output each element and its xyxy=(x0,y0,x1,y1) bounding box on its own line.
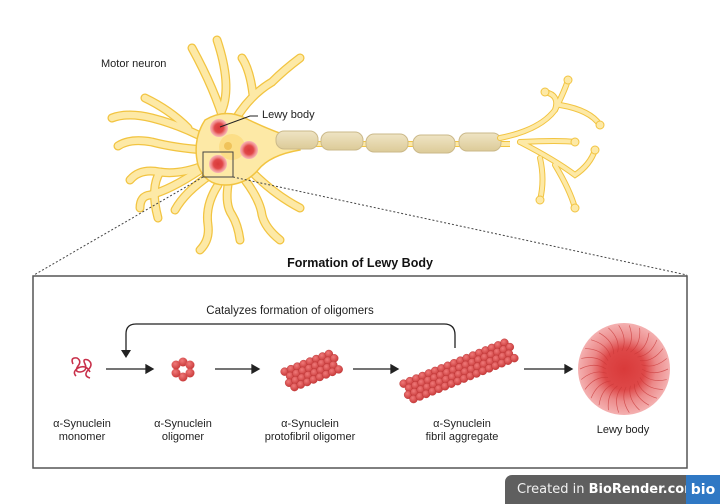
feedback-arrowhead xyxy=(121,350,131,358)
watermark-text: Created in BioRender.com xyxy=(517,482,698,497)
motor-neuron-illustration xyxy=(107,35,605,255)
biorender-logo: bio xyxy=(686,475,720,504)
lewy-body-callout-label: Lewy body xyxy=(262,109,315,121)
lewy-body-large-icon xyxy=(578,323,670,415)
lewy-body-callout-line xyxy=(219,115,258,128)
fibril-aggregate-icon xyxy=(399,338,519,404)
oligomer-icon xyxy=(171,357,195,382)
nucleolus xyxy=(224,142,232,150)
lewy-body-dot xyxy=(209,155,227,173)
lewy-filament xyxy=(581,357,607,365)
axon-terminals xyxy=(497,75,605,213)
monomer-icon xyxy=(71,357,92,379)
lewy-filament xyxy=(616,386,623,413)
lewy-filament xyxy=(633,383,650,406)
lewy-filament xyxy=(585,348,609,361)
process-arrows xyxy=(106,363,574,375)
zoom-line-right xyxy=(232,176,688,276)
lewy-filament xyxy=(598,383,614,406)
lewy-filament xyxy=(581,371,607,380)
lewy-filament xyxy=(639,348,664,362)
lewy-filament xyxy=(641,368,669,374)
panel-title: Formation of Lewy Body xyxy=(287,256,433,270)
lewy-filament xyxy=(630,327,641,353)
nucleus xyxy=(219,134,245,160)
lewy-filament xyxy=(618,325,625,352)
lewy-filament xyxy=(637,380,658,399)
zoom-region-box xyxy=(202,151,234,178)
lewy-filament xyxy=(641,373,667,381)
lewy-filament xyxy=(634,332,650,355)
motor-neuron-label: Motor neuron xyxy=(101,58,167,70)
lewy-filament xyxy=(579,364,607,370)
lewy-filament xyxy=(629,385,640,411)
feedback-label: Catalyzes formation of oligomers xyxy=(206,305,374,317)
lewy-filament xyxy=(590,339,611,358)
myelin-sheaths xyxy=(275,130,502,154)
stage-label-lewy-body: Lewy body xyxy=(596,424,650,436)
lewy-body-dot xyxy=(240,141,258,159)
lewy-filament xyxy=(607,385,618,411)
protofibril-icon xyxy=(280,349,343,392)
lewy-filament xyxy=(639,377,663,390)
lewy-filament xyxy=(584,376,609,390)
lewy-filament xyxy=(590,380,611,399)
lewy-filament xyxy=(641,358,667,367)
lewy-filament xyxy=(598,332,615,355)
feedback-arrow xyxy=(125,323,456,352)
formation-panel xyxy=(32,275,688,469)
biorender-watermark[interactable]: Created in BioRender.com bio xyxy=(505,475,720,504)
lewy-filament xyxy=(637,339,658,358)
dendrites xyxy=(107,35,305,255)
lewy-filament xyxy=(608,327,619,353)
protein-bead xyxy=(334,365,343,374)
zoom-line-left xyxy=(33,176,204,276)
protein-bead xyxy=(510,353,519,363)
lewy-body-dot xyxy=(210,119,228,137)
lewy-filament xyxy=(623,386,630,413)
lewy-filament xyxy=(625,325,632,352)
